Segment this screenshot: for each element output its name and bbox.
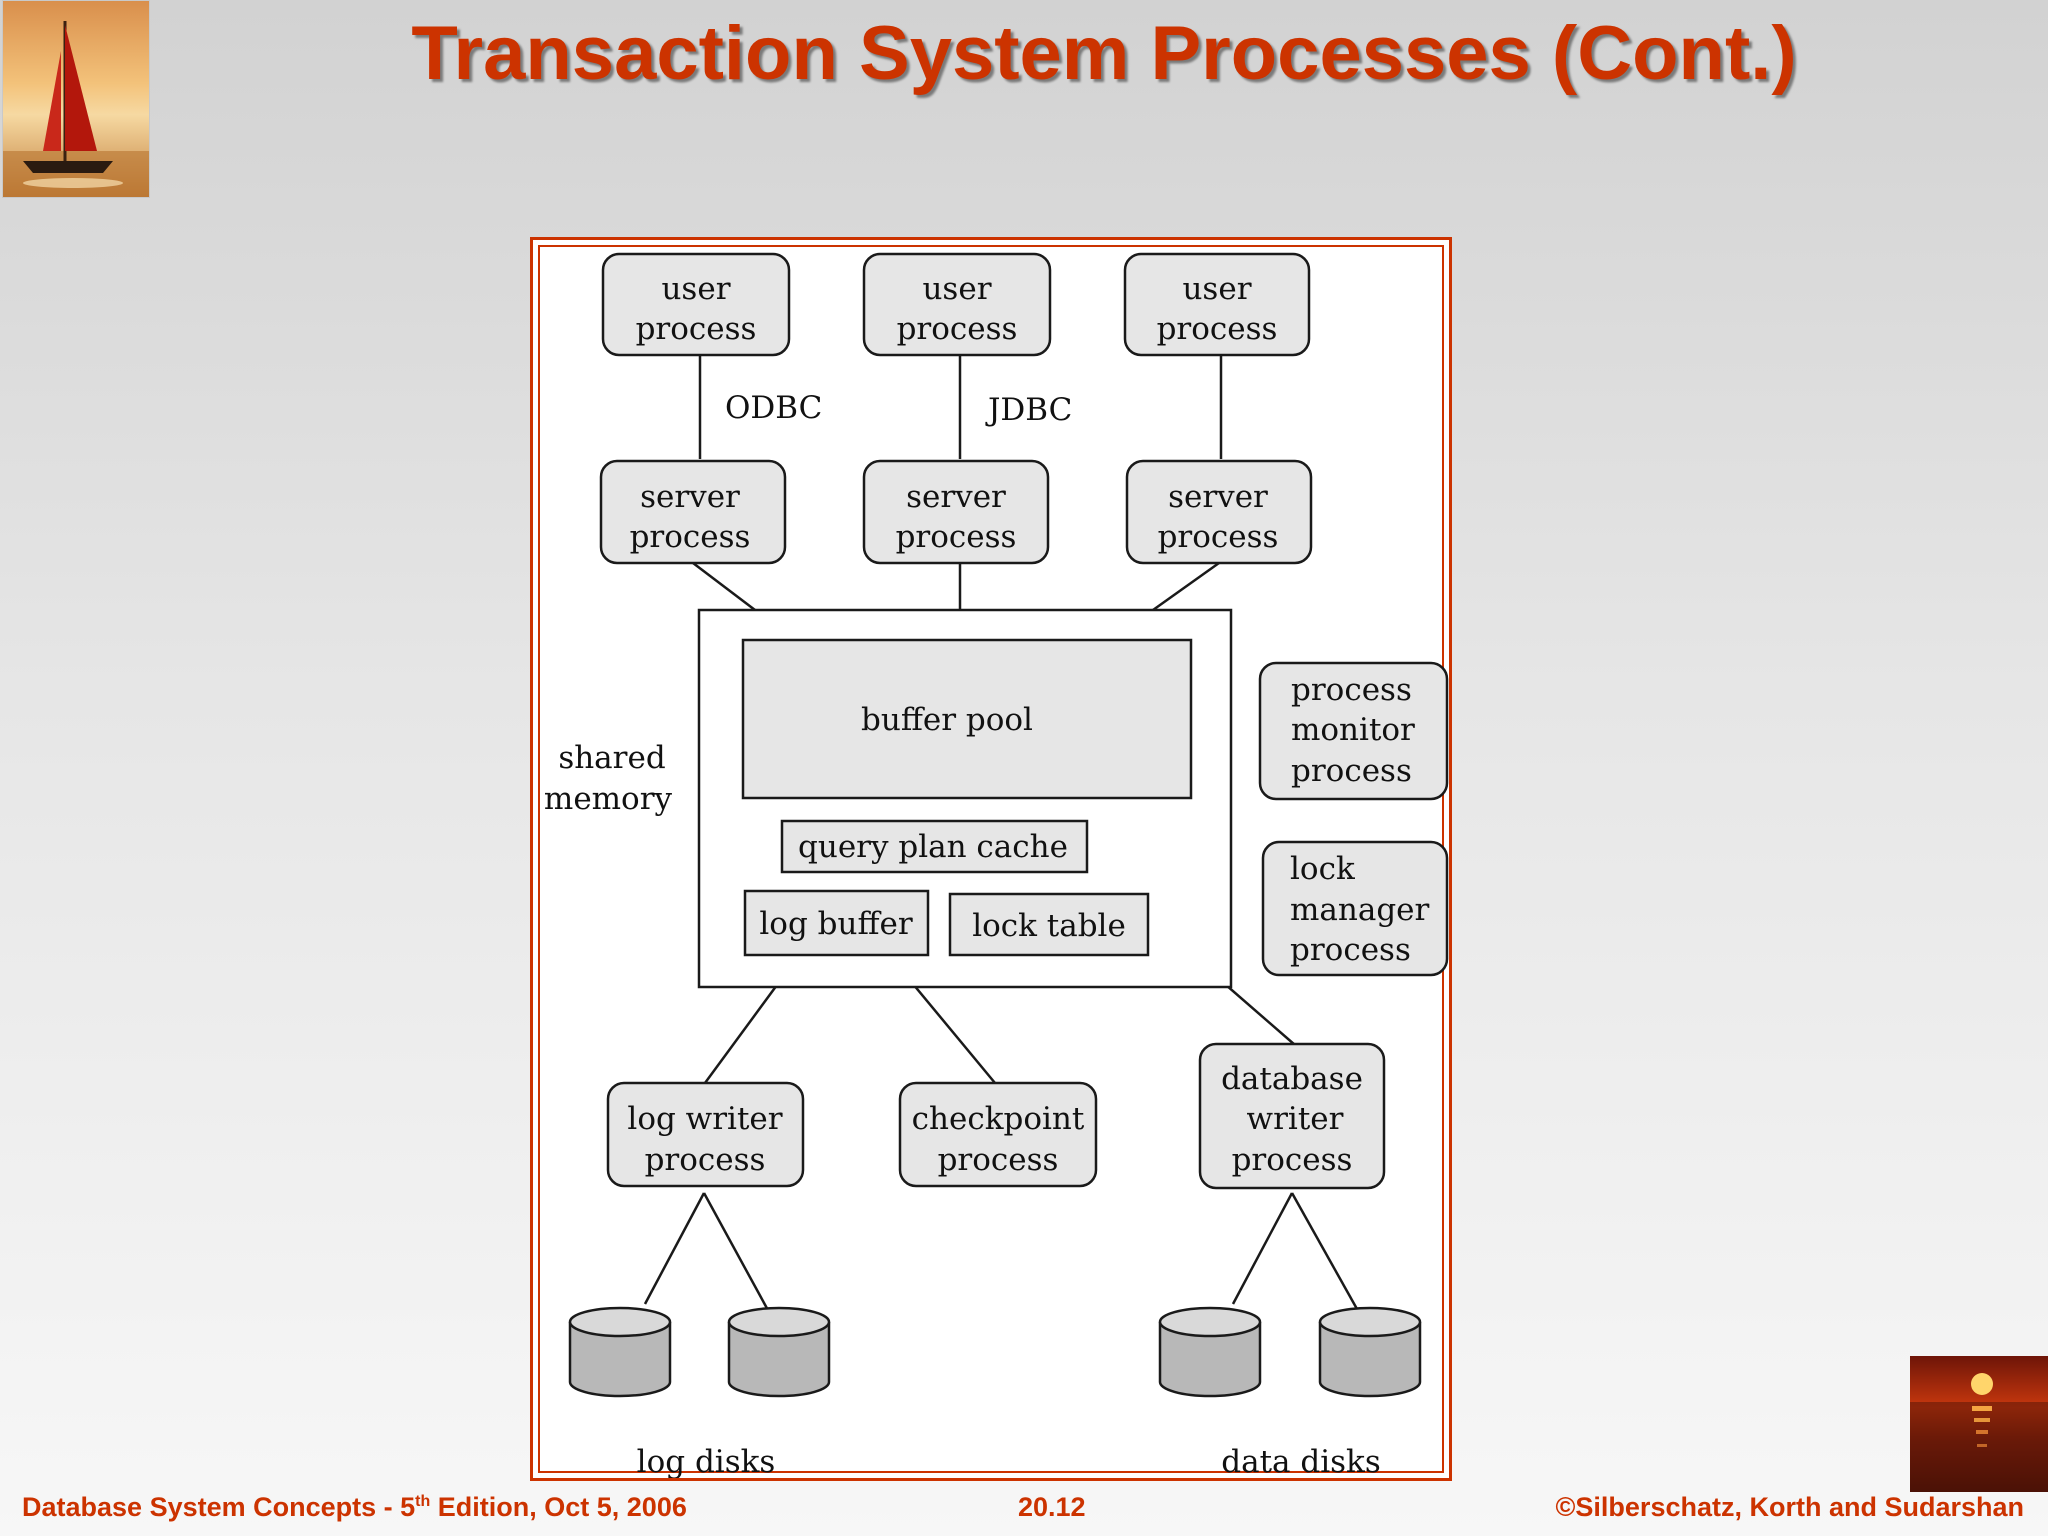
user-process-3: user process <box>1123 252 1311 357</box>
slide-title: Transaction System Processes (Cont.) <box>411 11 1797 96</box>
footer-left-suffix: Edition, Oct 5, 2006 <box>430 1492 687 1522</box>
server1-memory-line <box>692 562 756 611</box>
process-monitor-process: process monitor process <box>1258 661 1449 801</box>
log-disk-1 <box>568 1306 672 1398</box>
user-process-3-line1: user <box>1182 271 1251 307</box>
user-process-2-line1: user <box>922 271 991 307</box>
user-process-1-line1: user <box>661 271 730 307</box>
dbwriter-disk1-line <box>1231 1192 1294 1305</box>
user-process-2-line2: process <box>897 311 1018 347</box>
shared-memory-label-line1: shared <box>558 740 665 776</box>
process-monitor-line3: process <box>1291 753 1412 789</box>
database-writer-line3: process <box>1232 1142 1353 1178</box>
query-plan-cache: query plan cache <box>780 819 1089 874</box>
checkpoint-process: checkpoint process <box>898 1081 1098 1188</box>
user-process-1-line2: process <box>636 311 757 347</box>
user-process-1: user process <box>601 252 791 357</box>
data-disk-1 <box>1158 1306 1262 1398</box>
lock-manager-process: lock manager process <box>1261 840 1449 977</box>
server-process-2: server process <box>862 459 1050 565</box>
log-buffer: log buffer <box>743 889 930 957</box>
sunset-logo <box>1910 1356 2048 1492</box>
diagram-frame: user process user process user process O… <box>530 237 1452 1481</box>
footer-page-number: 20.12 <box>1018 1492 1086 1522</box>
lock-table-label: lock table <box>972 908 1126 944</box>
jdbc-label: JDBC <box>985 392 1072 428</box>
user-process-3-line2: process <box>1157 311 1278 347</box>
footer-left: Database System Concepts - 5th Edition, … <box>22 1492 687 1523</box>
server-process-2-line1: server <box>906 479 1006 515</box>
lock-manager-line3: process <box>1290 932 1411 968</box>
data-disks-label: data disks <box>1221 1444 1380 1478</box>
server-process-3-line2: process <box>1158 519 1279 555</box>
buffer-pool: buffer pool <box>741 638 1193 800</box>
database-writer-line1: database <box>1221 1061 1363 1097</box>
lock-table: lock table <box>948 892 1150 957</box>
shared-memory-label-line2: memory <box>544 781 673 817</box>
log-writer-process: log writer process <box>606 1081 805 1188</box>
data-disk-2 <box>1318 1306 1422 1398</box>
footer-copyright: ©Silberschatz, Korth and Sudarshan <box>1555 1492 2024 1522</box>
footer-left-sup: th <box>415 1493 431 1510</box>
sunset-icon <box>1910 1373 2048 1492</box>
logwriter-disk1-line <box>643 1192 706 1305</box>
transaction-system-diagram: user process user process user process O… <box>544 252 1449 1478</box>
database-writer-process: database writer process <box>1198 1042 1386 1190</box>
log-writer-line2: process <box>645 1142 766 1178</box>
lock-manager-line1: lock <box>1290 851 1355 887</box>
server-process-1-line2: process <box>630 519 751 555</box>
log-disk-2 <box>727 1306 831 1398</box>
footer-left-prefix: Database System Concepts - 5 <box>22 1492 416 1522</box>
process-monitor-line1: process <box>1291 672 1412 708</box>
server-process-3-line1: server <box>1168 479 1268 515</box>
query-plan-cache-label: query plan cache <box>798 829 1068 865</box>
sailboat-logo <box>2 0 150 198</box>
process-monitor-line2: monitor <box>1291 712 1415 748</box>
lock-manager-line2: manager <box>1290 892 1430 928</box>
server-process-1: server process <box>599 459 787 565</box>
log-disks-label: log disks <box>637 1444 776 1478</box>
log-writer-line1: log writer <box>627 1101 782 1137</box>
sailboat-icon <box>3 21 149 197</box>
user-process-2: user process <box>862 252 1052 357</box>
buffer-pool-label: buffer pool <box>861 702 1033 738</box>
odbc-label: ODBC <box>725 390 822 426</box>
server-process-1-line1: server <box>640 479 740 515</box>
checkpoint-line1: checkpoint <box>912 1101 1085 1137</box>
server3-memory-line <box>1152 561 1220 612</box>
database-writer-line2: writer <box>1247 1101 1344 1137</box>
log-buffer-label: log buffer <box>759 906 912 942</box>
server-process-3: server process <box>1125 459 1313 565</box>
checkpoint-line2: process <box>938 1142 1059 1178</box>
server-process-2-line2: process <box>896 519 1017 555</box>
